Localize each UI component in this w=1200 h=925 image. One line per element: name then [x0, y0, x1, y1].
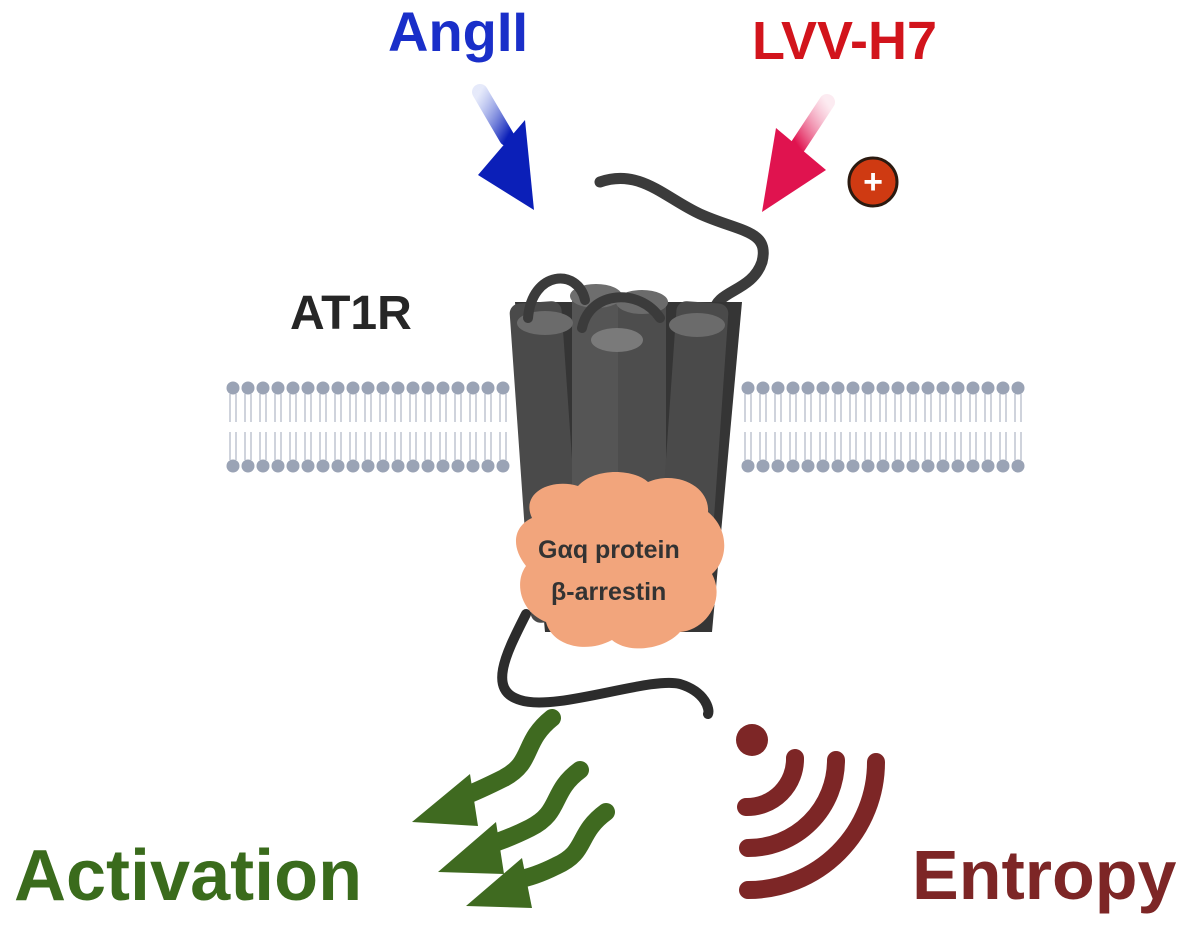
- activation-label: Activation: [14, 836, 363, 916]
- positive-modulation-icon: [847, 156, 899, 208]
- angii-ligand-label: AngII: [388, 0, 528, 63]
- lipid-bilayer-membrane: [226, 381, 1025, 473]
- lvvh7-arrow-icon: [762, 94, 835, 212]
- entropy-label: Entropy: [912, 836, 1177, 914]
- activation-signal-icon: [412, 709, 615, 908]
- plus-symbol: +: [863, 163, 883, 201]
- receptor-n-terminus-loop: [594, 172, 769, 318]
- entropy-waves-icon: [736, 724, 885, 899]
- receptor-label: AT1R: [290, 287, 412, 340]
- arrestin-label: β-arrestin: [551, 578, 667, 606]
- lvvh7-ligand-label: LVV-H7: [752, 11, 938, 71]
- g-protein-label: Gαq protein: [538, 536, 680, 564]
- receptor-c-terminus-tail: [497, 609, 714, 719]
- angii-arrow-icon: [472, 84, 534, 210]
- g-protein-arrestin-complex: [515, 471, 725, 649]
